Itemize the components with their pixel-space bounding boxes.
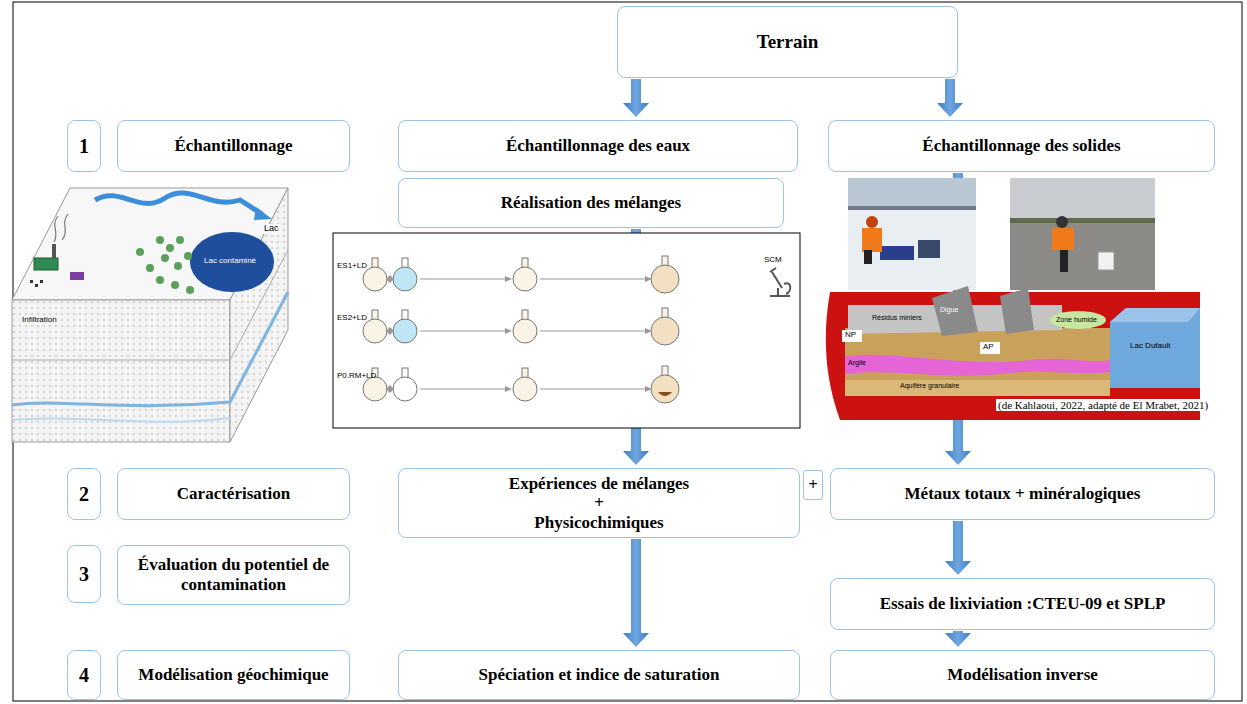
box-text: Essais de lixiviation :CTEU-09 et SPLP bbox=[880, 594, 1166, 614]
process-box: Réalisation des mélanges bbox=[398, 178, 784, 228]
figure-label: P0.RM+LD bbox=[337, 372, 376, 381]
box-text: + bbox=[594, 493, 604, 513]
box-text: Caractérisation bbox=[177, 484, 290, 504]
figure-label: Digue bbox=[940, 306, 958, 314]
process-box: Modélisation inverse bbox=[830, 650, 1215, 700]
figure-label: Résidus miniers bbox=[872, 314, 922, 322]
source-note: (de Kahlaoui, 2022, adapté de El Mrabet,… bbox=[996, 399, 1210, 411]
process-box: Spéciation et indice de saturation bbox=[398, 650, 800, 700]
box-text: Terrain bbox=[757, 31, 819, 53]
process-box: Essais de lixiviation :CTEU-09 et SPLP bbox=[830, 578, 1215, 630]
step-number: 3 bbox=[67, 545, 101, 603]
figure-label: AP bbox=[983, 343, 994, 352]
box-text: Modélisation géochimique bbox=[138, 665, 328, 685]
step-number: 2 bbox=[67, 468, 101, 520]
box-text: Échantillonnage des eaux bbox=[506, 136, 690, 156]
process-box: Modélisation géochimique bbox=[117, 650, 350, 700]
box-text: Réalisation des mélanges bbox=[501, 193, 681, 213]
process-box: Terrain bbox=[617, 6, 958, 78]
step-number: 1 bbox=[67, 120, 101, 172]
field-photos bbox=[848, 178, 1155, 290]
step-number: 4 bbox=[67, 650, 101, 700]
flow-arrow bbox=[937, 79, 963, 117]
box-text: 2 bbox=[79, 483, 89, 506]
flow-arrow bbox=[623, 79, 649, 117]
box-text: 1 bbox=[79, 135, 89, 158]
process-box: Échantillonnage des eaux bbox=[398, 120, 798, 172]
figure-label: NP bbox=[845, 331, 856, 340]
figure-label: Argile bbox=[848, 359, 866, 367]
site-block-diagram bbox=[12, 188, 288, 442]
box-text: Physicochimiques bbox=[534, 513, 663, 533]
box-text: 4 bbox=[79, 664, 89, 687]
figure-label: Infiltration bbox=[20, 316, 59, 325]
flow-arrow bbox=[945, 521, 971, 575]
figure-label: Zone humide bbox=[1056, 316, 1097, 324]
figure-label: SCM bbox=[764, 256, 782, 265]
process-box: + bbox=[803, 470, 823, 500]
box-text: Échantillonnage bbox=[174, 136, 292, 156]
flow-arrow bbox=[945, 631, 971, 647]
figure-label: Lac Dufault bbox=[1130, 342, 1170, 351]
figure-label: Aquifère granulaire bbox=[900, 382, 959, 390]
box-text: Échantillonnage des solides bbox=[922, 136, 1120, 156]
figure-label: ES2+LD bbox=[337, 314, 367, 323]
box-text: + bbox=[808, 476, 817, 494]
box-text: Expériences de mélanges bbox=[509, 474, 689, 494]
process-box: Évaluation du potentiel de contamination bbox=[117, 545, 350, 605]
box-text: Spéciation et indice de saturation bbox=[479, 665, 720, 685]
box-text: Modélisation inverse bbox=[947, 665, 1098, 685]
process-box: Expériences de mélanges+Physicochimiques bbox=[398, 468, 800, 538]
figure-label: Lac bbox=[262, 224, 281, 234]
process-box: Échantillonnage bbox=[117, 120, 350, 172]
figure-label: ES1+LD bbox=[337, 262, 367, 271]
figure-label: Lac contaminé bbox=[204, 257, 256, 266]
box-text: Évaluation du potentiel de contamination bbox=[126, 555, 341, 594]
process-box: Métaux totaux + minéralogiques bbox=[830, 468, 1215, 520]
process-box: Caractérisation bbox=[117, 468, 350, 520]
mixing-panel bbox=[333, 233, 800, 428]
box-text: Métaux totaux + minéralogiques bbox=[905, 484, 1141, 504]
process-box: Échantillonnage des solides bbox=[828, 120, 1215, 172]
box-text: 3 bbox=[79, 563, 89, 586]
flow-arrow bbox=[623, 539, 649, 647]
